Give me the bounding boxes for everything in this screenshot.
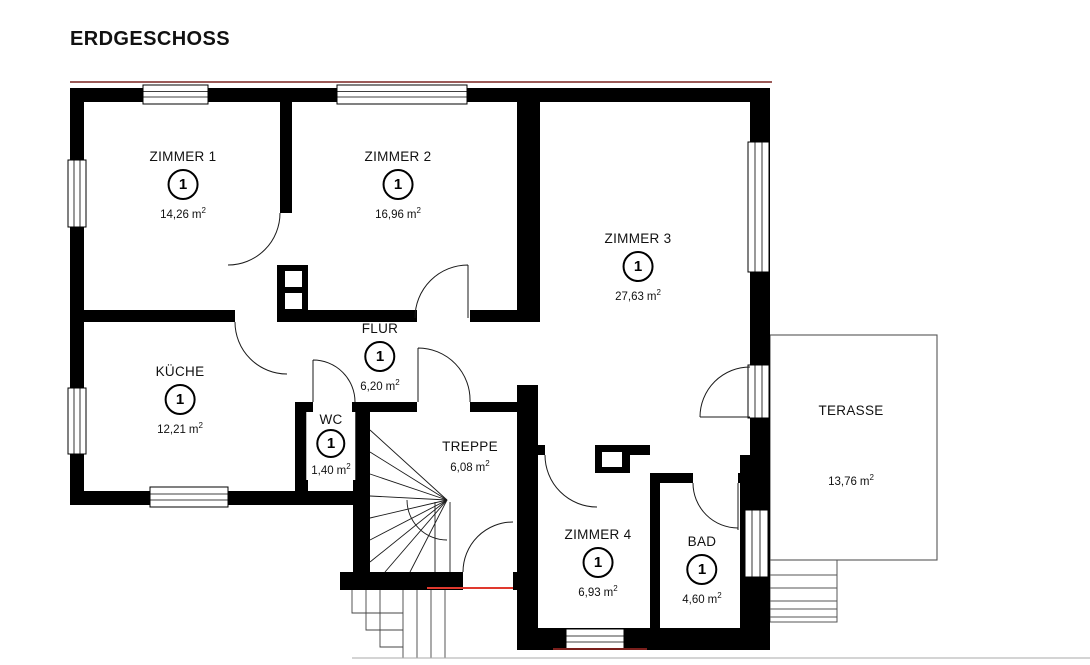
door-zimmer4 xyxy=(544,454,598,508)
room-marker: 1 xyxy=(167,169,199,200)
room-name: BAD xyxy=(687,534,717,549)
room-name: FLUR xyxy=(361,321,399,336)
room-name: KÜCHE xyxy=(155,364,205,379)
door-flur-treppe xyxy=(417,347,471,403)
door-zimmer2 xyxy=(414,264,469,319)
room-marker: 1 xyxy=(622,251,654,282)
room-name: TERASSE xyxy=(818,403,884,418)
room-name: WC xyxy=(319,412,343,427)
terrace-outline xyxy=(769,334,938,561)
room-name: TREPPE xyxy=(442,439,498,454)
room-name: ZIMMER 1 xyxy=(149,149,217,164)
door-swings xyxy=(227,212,751,573)
room-marker: 1 xyxy=(382,169,414,200)
chimney-shaft-holes xyxy=(285,271,622,467)
room-marker: 1 xyxy=(164,384,196,415)
window-panes xyxy=(73,91,763,643)
door-entrance xyxy=(462,521,514,573)
terrace-stairs xyxy=(769,559,838,623)
windows xyxy=(67,84,770,650)
door-kueche xyxy=(234,321,288,375)
door-terrace xyxy=(699,366,751,418)
room-marker: 1 xyxy=(686,554,718,585)
room-name: ZIMMER 4 xyxy=(564,527,632,542)
door-bad xyxy=(692,482,739,530)
room-marker: 1 xyxy=(364,341,396,372)
section-lines xyxy=(70,81,772,650)
entrance-exterior-stairs xyxy=(351,590,446,658)
page-title: ERDGESCHOSS xyxy=(70,28,230,50)
door-zimmer1 xyxy=(227,212,281,266)
room-name: ZIMMER 3 xyxy=(604,231,672,246)
room-marker: 1 xyxy=(316,429,346,458)
room-marker: 1 xyxy=(582,547,614,578)
interior-stairs xyxy=(369,429,451,573)
room-name: ZIMMER 2 xyxy=(364,149,432,164)
door-wc xyxy=(312,359,356,403)
